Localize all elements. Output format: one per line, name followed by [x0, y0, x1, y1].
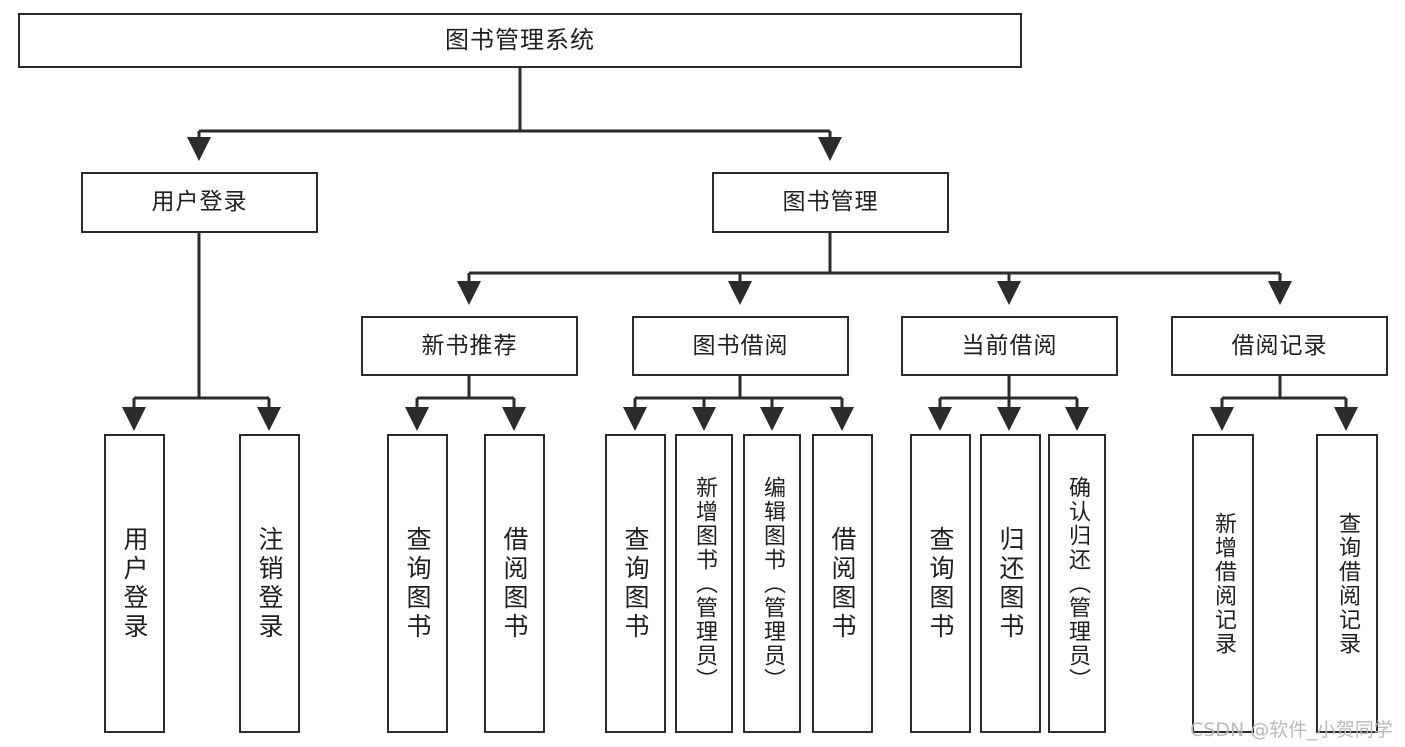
node-label: 用户登录	[151, 189, 248, 216]
node-label: 图书借阅	[692, 332, 789, 359]
node-user-login[interactable]: 用户登录	[81, 172, 318, 233]
node-label: 确认归还（管理员）	[1065, 475, 1090, 692]
node-label: 新增借阅记录	[1211, 511, 1236, 656]
node-leaf-add-book[interactable]: 新增图书（管理员）	[675, 434, 733, 733]
node-leaf-query-book-3[interactable]: 查询图书	[910, 434, 971, 733]
node-leaf-user-login[interactable]: 用户登录	[104, 434, 165, 733]
node-new-book-recommend[interactable]: 新书推荐	[361, 316, 578, 376]
node-label: 查询借阅记录	[1335, 511, 1360, 656]
node-label: 查询图书	[926, 525, 955, 642]
node-label: 注销登录	[255, 525, 284, 642]
node-leaf-query-record[interactable]: 查询借阅记录	[1316, 434, 1378, 733]
node-borrow-record[interactable]: 借阅记录	[1171, 316, 1388, 376]
node-label: 查询图书	[621, 525, 650, 642]
node-label: 新书推荐	[421, 332, 518, 359]
node-root-system[interactable]: 图书管理系统	[18, 13, 1022, 68]
node-leaf-query-book-1[interactable]: 查询图书	[387, 434, 448, 733]
node-leaf-edit-book[interactable]: 编辑图书（管理员）	[743, 434, 801, 733]
node-leaf-logout-login[interactable]: 注销登录	[239, 434, 300, 733]
node-label: 借阅记录	[1231, 332, 1328, 359]
node-label: 图书管理	[782, 189, 879, 216]
node-label: 归还图书	[996, 525, 1025, 642]
node-label: 新增图书（管理员）	[692, 475, 717, 692]
node-label: 借阅图书	[828, 525, 857, 642]
csdn-watermark: CSDN @软件_小贺同学	[1190, 719, 1393, 741]
node-label: 图书管理系统	[445, 25, 595, 54]
node-book-borrow[interactable]: 图书借阅	[632, 316, 849, 376]
node-label: 查询图书	[403, 525, 432, 642]
node-leaf-return-book[interactable]: 归还图书	[980, 434, 1041, 733]
node-current-borrow[interactable]: 当前借阅	[901, 316, 1118, 376]
node-label: 用户登录	[120, 525, 149, 642]
node-leaf-confirm-return[interactable]: 确认归还（管理员）	[1048, 434, 1106, 733]
node-label: 借阅图书	[500, 525, 529, 642]
node-label: 编辑图书（管理员）	[760, 475, 785, 692]
node-label: 当前借阅	[961, 332, 1058, 359]
node-leaf-borrow-book-2[interactable]: 借阅图书	[812, 434, 873, 733]
node-leaf-borrow-book-1[interactable]: 借阅图书	[484, 434, 545, 733]
node-leaf-query-book-2[interactable]: 查询图书	[605, 434, 666, 733]
node-book-manage[interactable]: 图书管理	[712, 172, 949, 233]
node-leaf-add-record[interactable]: 新增借阅记录	[1192, 434, 1254, 733]
